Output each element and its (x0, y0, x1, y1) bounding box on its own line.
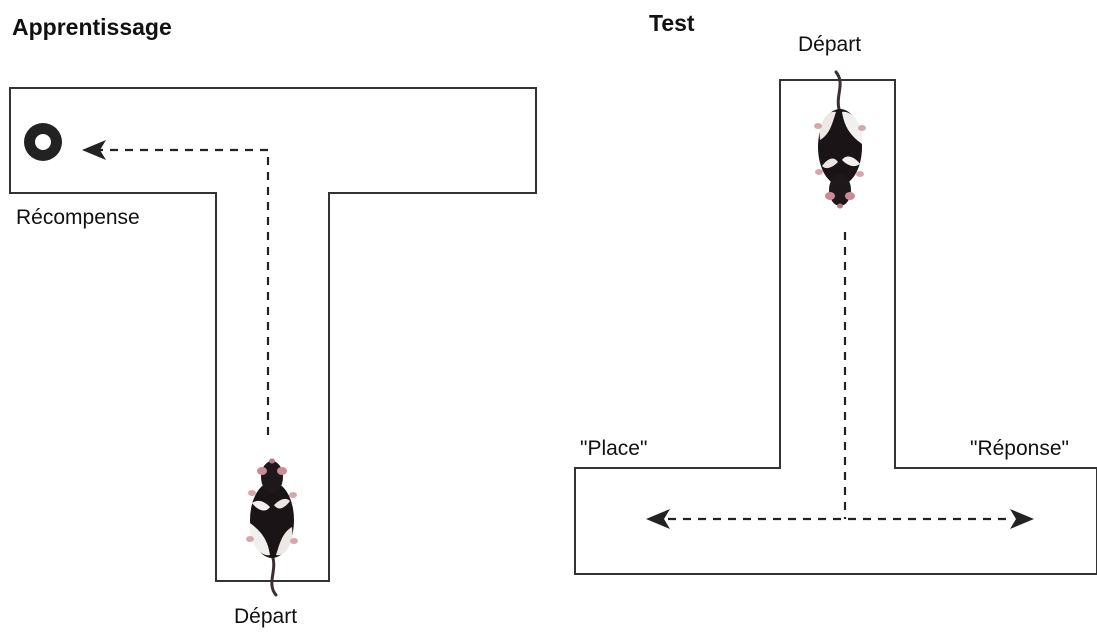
test-title: Test (649, 10, 695, 36)
reward-icon (24, 123, 62, 161)
learning-start-label: Départ (234, 605, 298, 628)
learning-arrow-head-icon (82, 140, 106, 160)
test-start-label: Départ (798, 33, 862, 56)
test-path (668, 232, 1012, 521)
learning-path (100, 148, 270, 435)
place-arrow-head-icon (646, 509, 670, 529)
learning-maze (9, 87, 537, 582)
test-maze (574, 79, 1097, 575)
response-arrow-head-icon (1010, 509, 1034, 529)
learning-title: Apprentissage (12, 14, 172, 40)
reward-label: Récompense (16, 206, 140, 229)
place-label: "Place" (580, 437, 648, 460)
test-rat-icon (812, 70, 868, 210)
learning-rat-icon (244, 457, 300, 597)
response-label: "Réponse" (970, 437, 1069, 460)
